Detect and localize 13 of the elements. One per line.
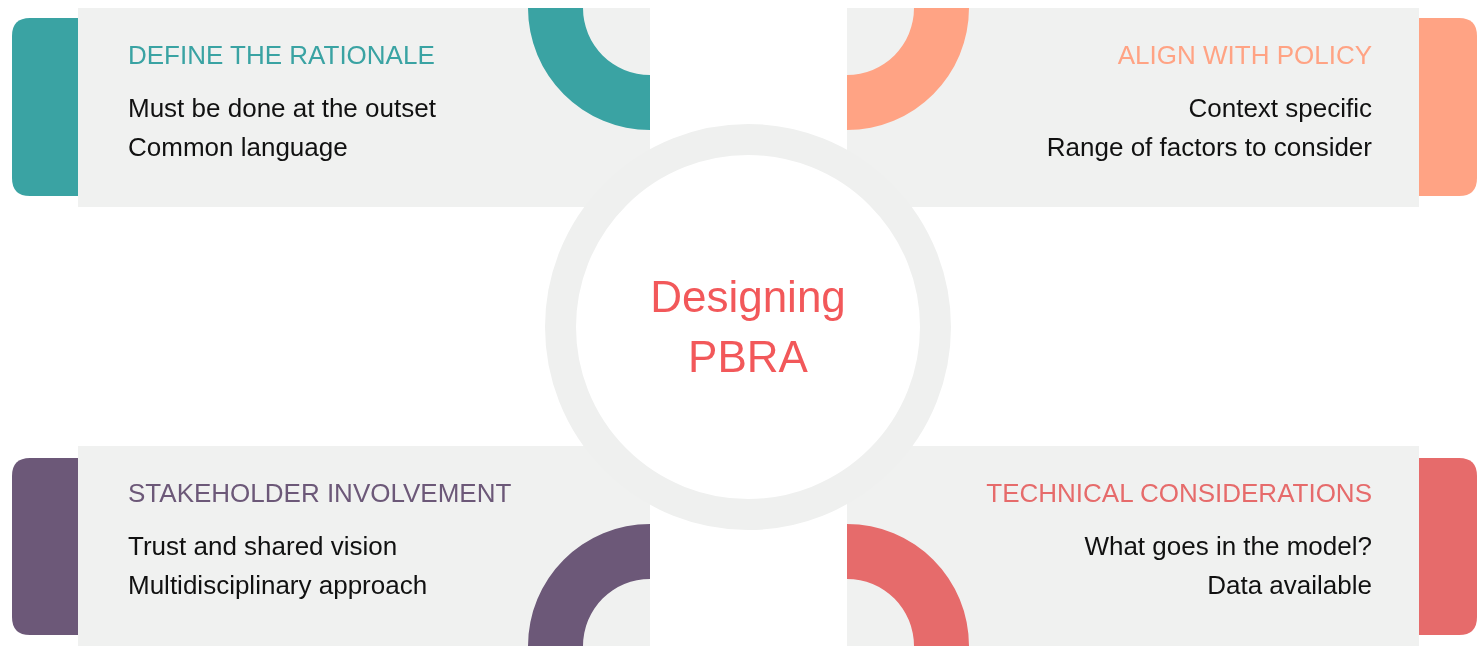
card-text: Context specific: [1188, 93, 1372, 123]
card-heading: STAKEHOLDER INVOLVEMENT: [128, 478, 512, 508]
card-text: Multidisciplinary approach: [128, 570, 428, 600]
card-heading: TECHNICAL CONSIDERATIONS: [986, 478, 1372, 508]
card-text: Trust and shared vision: [128, 531, 398, 561]
card-text: What goes in the model?: [1084, 531, 1372, 561]
card-text: Range of factors to consider: [1046, 132, 1372, 162]
center-title: Designing PBRA: [649, 271, 847, 383]
card-text: Common language: [128, 132, 348, 162]
card-heading: DEFINE THE RATIONALE: [128, 40, 435, 70]
card-heading: ALIGN WITH POLICY: [1117, 40, 1372, 70]
card-text: Data available: [1207, 570, 1372, 600]
card-text: Must be done at the outset: [128, 93, 436, 123]
